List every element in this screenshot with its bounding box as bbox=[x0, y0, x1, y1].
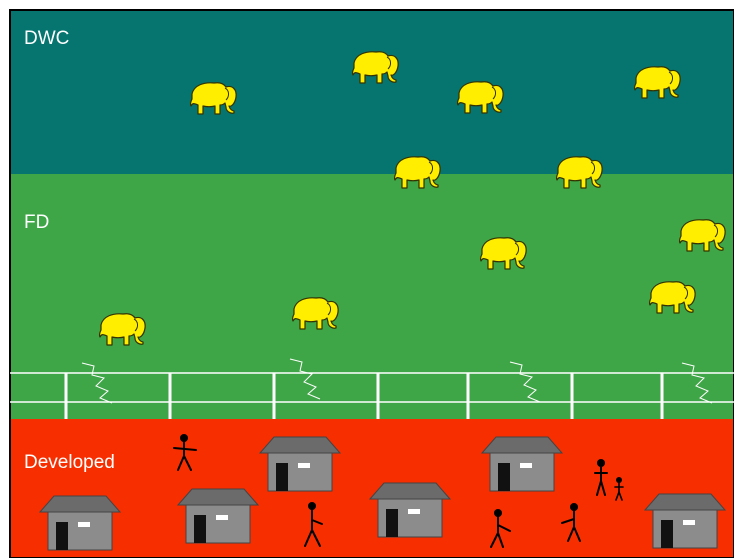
house-icon bbox=[645, 494, 725, 548]
zone-label-dwc: DWC bbox=[24, 28, 69, 49]
zone-label-fd: FD bbox=[24, 212, 49, 233]
house-icon bbox=[370, 483, 450, 537]
house-icon bbox=[40, 496, 120, 550]
house-icon bbox=[482, 437, 562, 491]
zone-label-developed: Developed bbox=[24, 452, 115, 473]
developed-zone bbox=[10, 419, 734, 558]
house-icon bbox=[260, 437, 340, 491]
dwc-zone bbox=[10, 10, 734, 174]
house-icon bbox=[178, 489, 258, 543]
fd-zone bbox=[10, 174, 734, 419]
